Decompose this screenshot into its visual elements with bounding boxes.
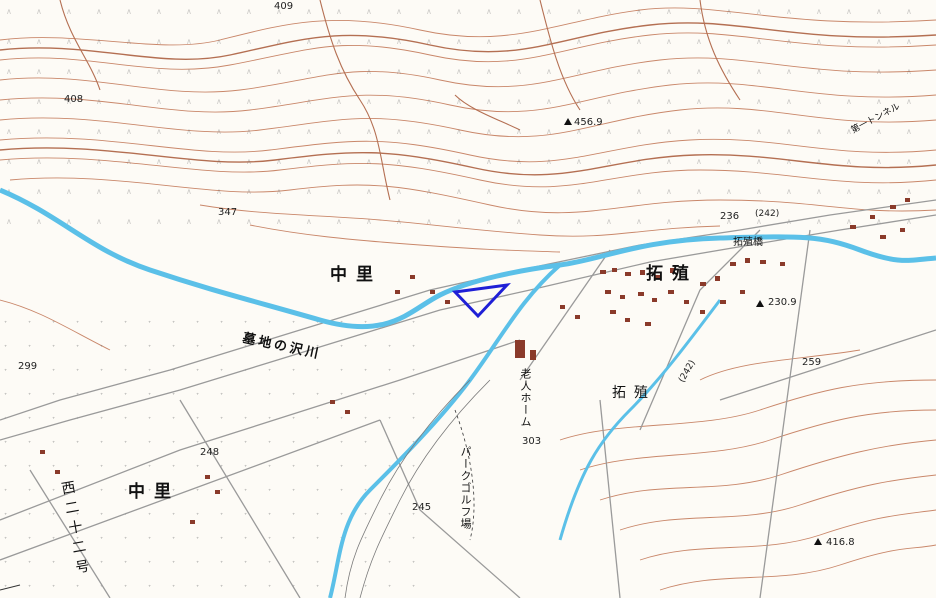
route-242-north: (242) — [755, 209, 780, 219]
park-golf-boundary — [454, 409, 475, 541]
place-takushoku-small: 拓殖 — [612, 385, 656, 401]
elevation-259: 259 — [802, 357, 822, 368]
elevation-230: 230.9 — [768, 297, 797, 308]
elevation-236: 236 — [720, 211, 740, 222]
place-nakasato-north: 中里 — [330, 265, 382, 285]
park-golf-label: パークゴルフ場 — [459, 446, 472, 530]
site-marker[interactable] — [451, 282, 511, 319]
river-banks — [344, 379, 491, 598]
elevation-456: 456.9 — [574, 117, 603, 128]
elevation-409: 409 — [274, 1, 294, 12]
elevation-408: 408 — [64, 94, 84, 105]
elevation-416: 416.8 — [826, 537, 855, 548]
bridge-label: 拓殖橋 — [733, 237, 763, 248]
elevation-347: 347 — [218, 207, 238, 218]
forest-symbols — [0, 0, 936, 230]
elevation-248: 248 — [200, 447, 220, 458]
nursing-home-label: 老人ホーム — [519, 368, 532, 428]
elevation-303: 303 — [522, 436, 542, 447]
elevation-299: 299 — [18, 361, 38, 372]
place-nakasato-south: 中里 — [128, 482, 180, 502]
buildings — [40, 198, 910, 524]
place-takushoku-main: 拓殖 — [646, 264, 698, 284]
frame-line — [0, 584, 21, 591]
river — [0, 187, 936, 598]
elevation-245: 245 — [412, 502, 432, 513]
survey-points — [564, 118, 822, 545]
farmland-symbols — [0, 320, 420, 598]
